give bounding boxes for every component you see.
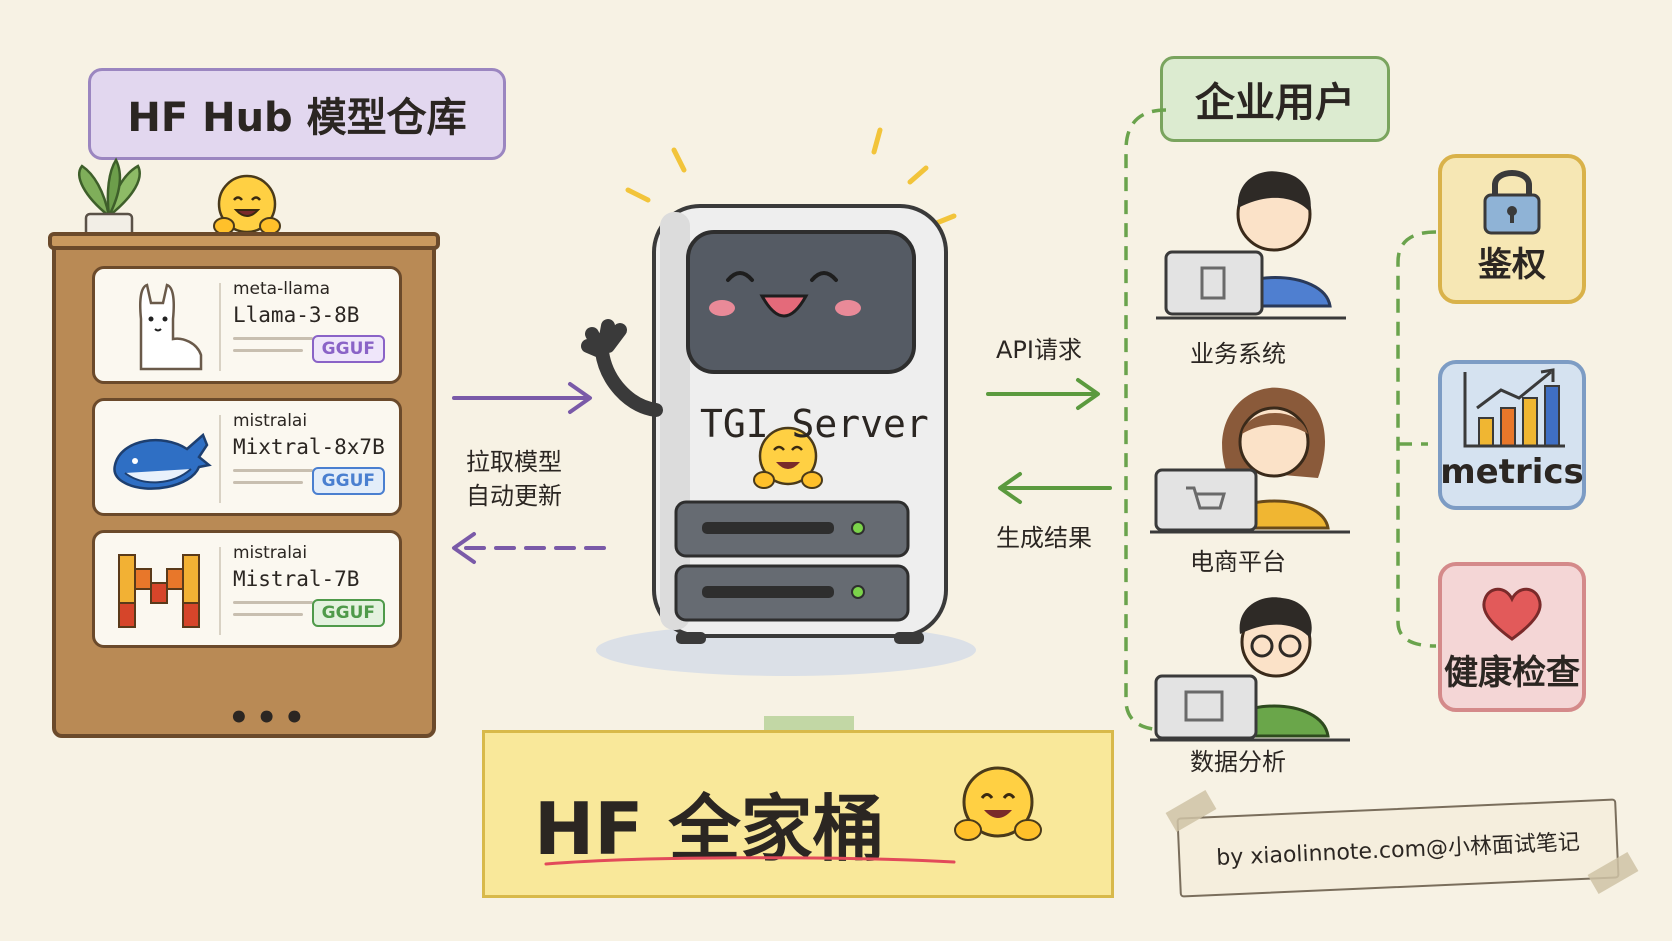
feature-label: metrics [1440, 452, 1584, 492]
feature-metrics: metrics [1438, 360, 1586, 510]
model-name: Mixtral-8x7B [233, 435, 385, 459]
user-ecommerce-icon [1150, 387, 1350, 534]
more-models-dots: ••• [228, 698, 312, 738]
model-card-mistral[interactable]: mistralai Mistral-7B GGUF [92, 530, 402, 648]
card-line [233, 469, 313, 472]
card-line [233, 601, 313, 604]
feature-auth: 鉴权 [1438, 154, 1586, 304]
model-name: Mistral-7B [233, 567, 360, 591]
card-separator [219, 283, 221, 371]
user-analytics-icon [1150, 597, 1350, 742]
user-label-analytics: 数据分析 [1190, 748, 1286, 776]
card-line [233, 349, 303, 352]
card-separator [219, 415, 221, 503]
feature-label: 鉴权 [1478, 245, 1546, 285]
pull-models-label: 拉取模型 [466, 448, 562, 476]
tgi-server-illustration [581, 127, 976, 676]
user-label-business: 业务系统 [1190, 340, 1286, 368]
hub-title-text: HF Hub 模型仓库 [127, 95, 467, 141]
llama-icon [139, 283, 203, 371]
card-line [233, 337, 313, 340]
feature-bracket [1396, 230, 1437, 648]
credit-text: by xiaolinnote.com@小林面试笔记 [1215, 830, 1581, 871]
sparkle-rays [625, 127, 957, 227]
gguf-badge: GGUF [311, 599, 385, 627]
whale-icon [113, 432, 212, 490]
card-line [233, 481, 303, 484]
server-user-arrows [986, 378, 1112, 504]
generate-result-label: 生成结果 [996, 524, 1092, 552]
enterprise-title-text: 企业用户 [1195, 80, 1355, 126]
hub-server-arrows [452, 382, 606, 564]
credit-note: by xiaolinnote.com@小林面试笔记 [1176, 798, 1620, 898]
banner-underline [544, 856, 956, 866]
bookshelf-top [48, 232, 440, 250]
api-request-label: API请求 [996, 336, 1082, 364]
model-org: mistralai [233, 543, 308, 563]
tgi-server-label: TGI Server [700, 402, 929, 446]
auto-update-label: 自动更新 [466, 482, 562, 510]
model-card-mixtral[interactable]: mistralai Mixtral-8x7B GGUF [92, 398, 402, 516]
hub-title: HF Hub 模型仓库 [88, 68, 506, 160]
lock-icon [1483, 170, 1541, 235]
model-name: Llama-3-8B [233, 303, 360, 327]
mistral-logo-icon [118, 554, 200, 628]
enterprise-title: 企业用户 [1160, 56, 1390, 142]
plant-icon [78, 157, 141, 244]
hugging-face-icon [954, 766, 1042, 841]
user-business-icon [1156, 171, 1346, 320]
card-separator [219, 547, 221, 635]
user-label-ecommerce: 电商平台 [1190, 548, 1286, 576]
model-org: meta-llama [233, 279, 331, 299]
feature-health: 健康检查 [1438, 562, 1586, 712]
heart-icon [1482, 587, 1542, 641]
feature-label: 健康检查 [1444, 653, 1580, 693]
card-line [233, 613, 303, 616]
gguf-badge: GGUF [311, 335, 385, 363]
model-card-llama[interactable]: meta-llama Llama-3-8B GGUF [92, 266, 402, 384]
user-bracket [1124, 108, 1167, 732]
gguf-badge: GGUF [311, 467, 385, 495]
bar-chart-icon [1463, 368, 1565, 448]
model-org: mistralai [233, 411, 308, 431]
